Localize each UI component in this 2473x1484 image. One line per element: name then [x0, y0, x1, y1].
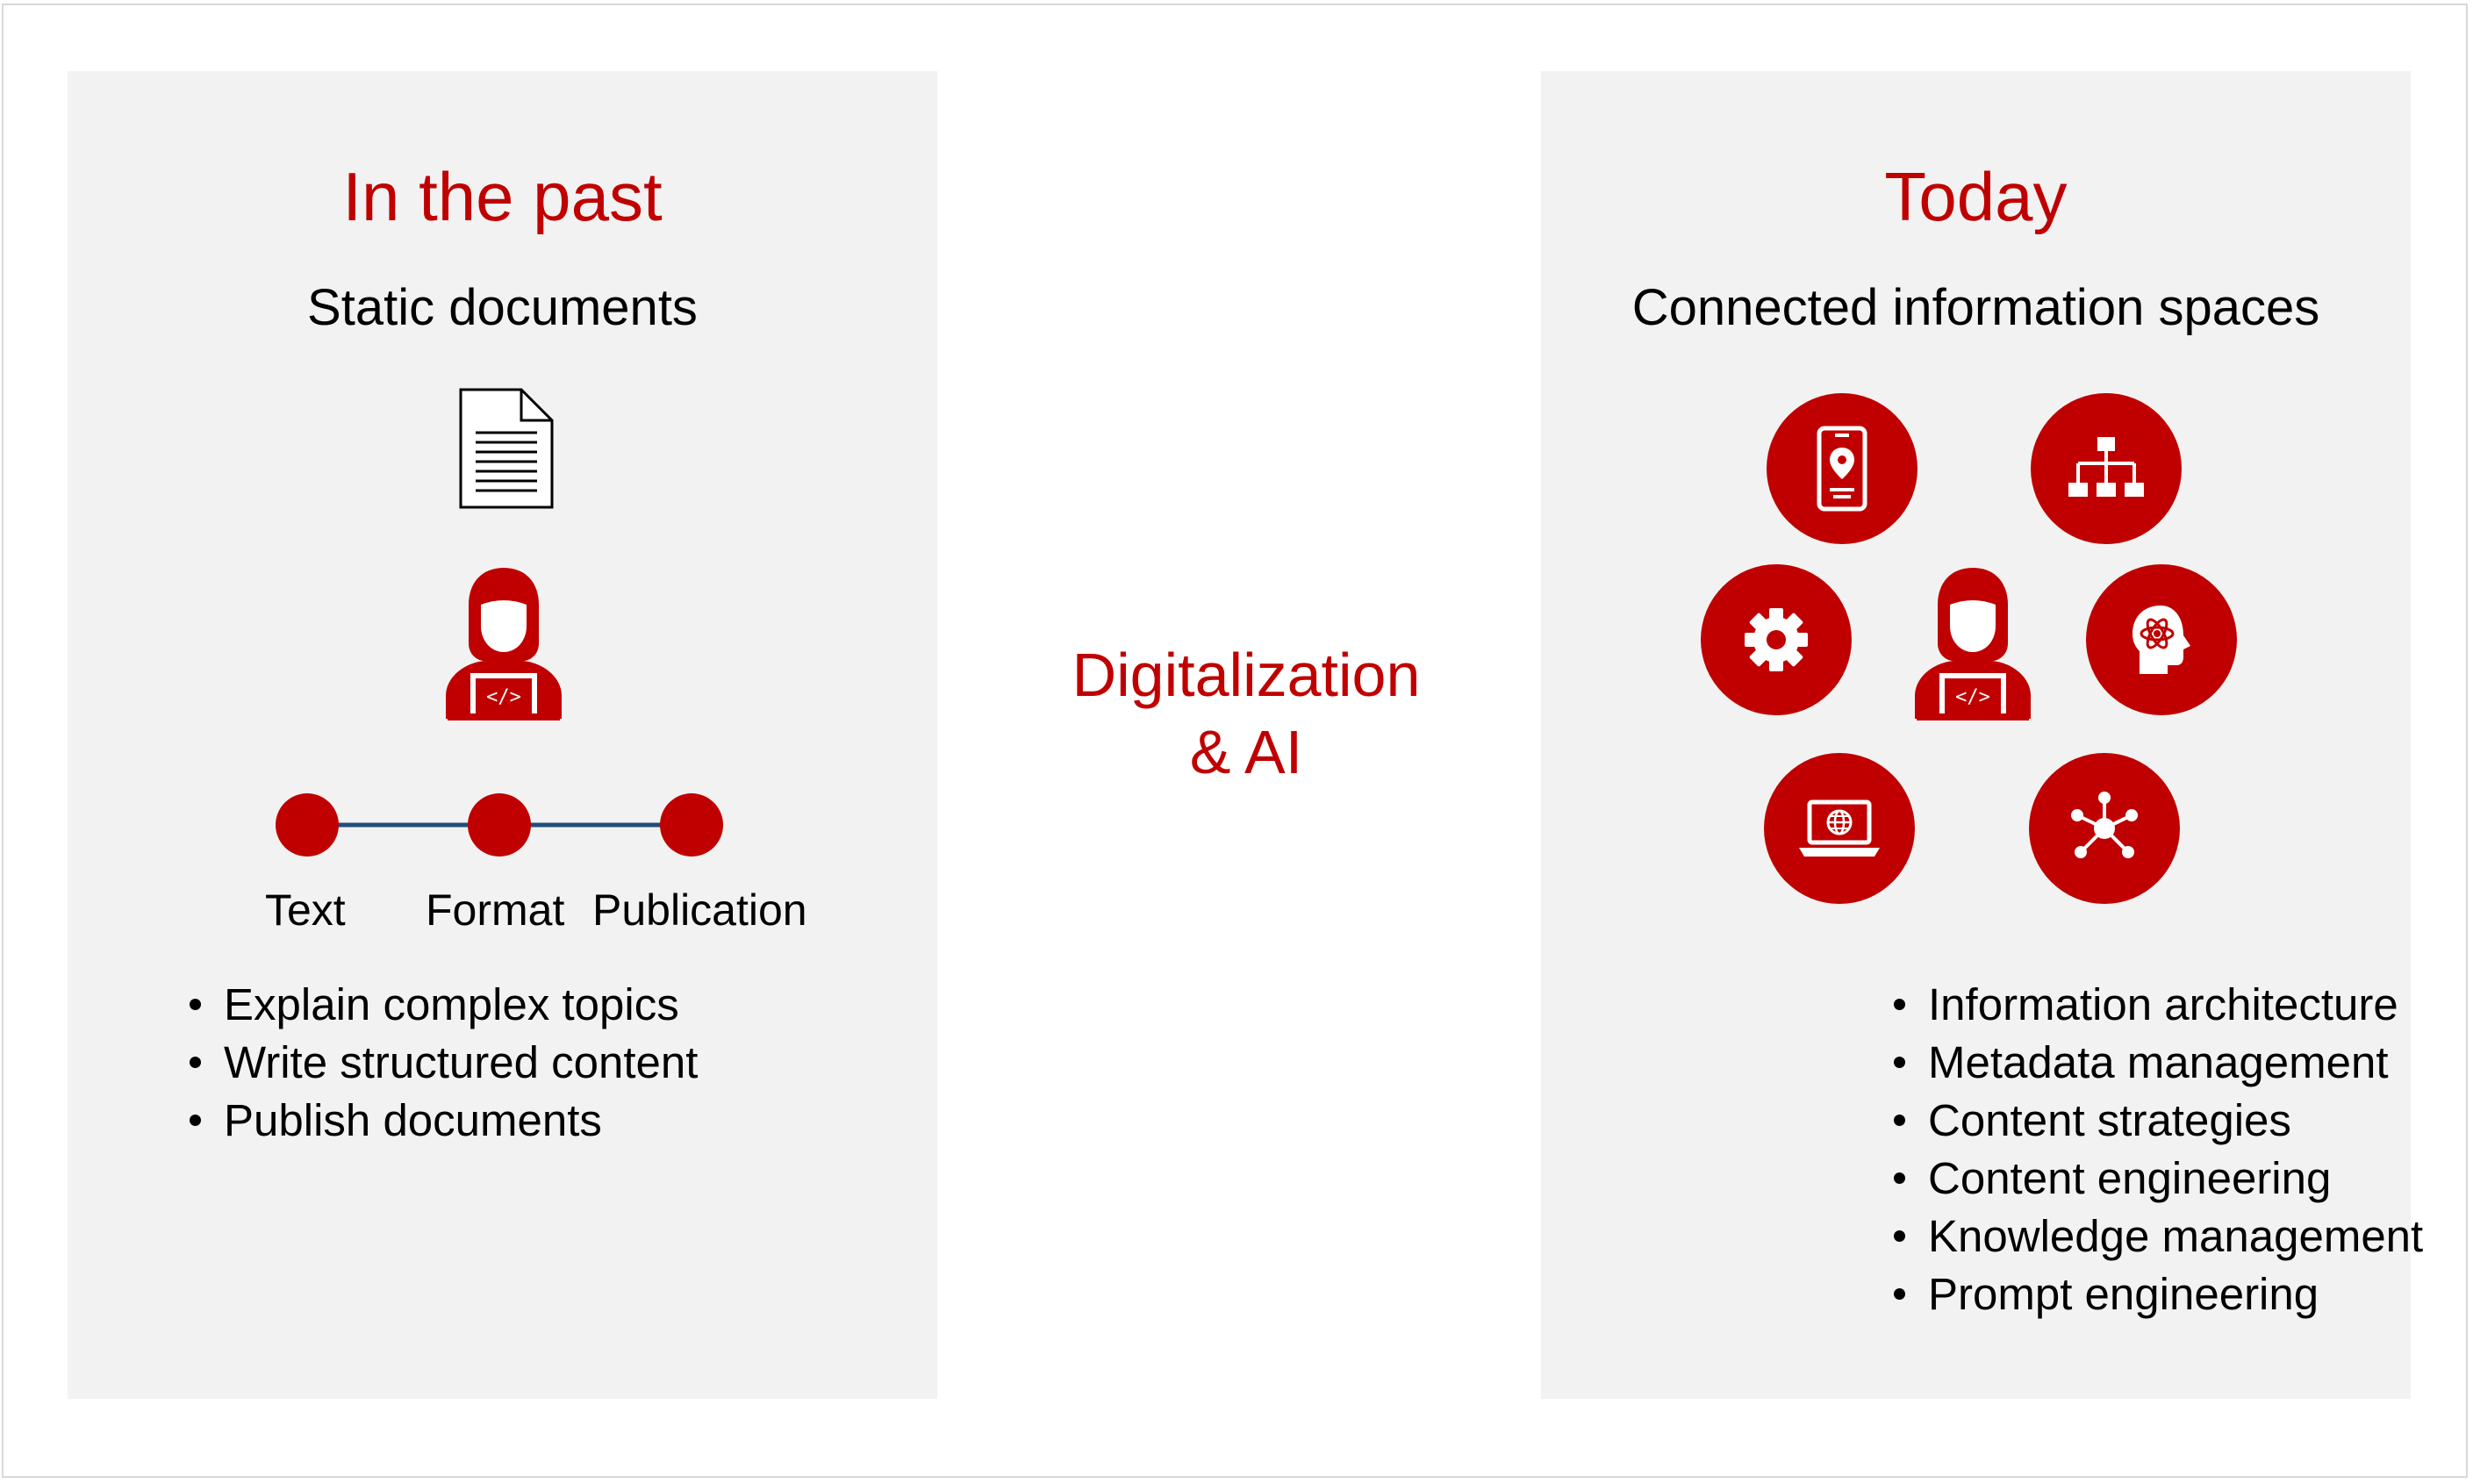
process-flow [276, 793, 723, 857]
coder-person-icon: </> [446, 568, 562, 720]
past-heading: In the past [342, 158, 663, 235]
coder-person-icon: </> [1915, 568, 2031, 720]
list-item: Prompt engineering [1891, 1265, 2423, 1323]
science-head-icon [2086, 564, 2237, 715]
network-icon [2029, 753, 2180, 904]
transition-line-2: & AI [1189, 718, 1303, 786]
list-item: Publish documents [187, 1092, 698, 1150]
past-panel: In the past Static documents [68, 71, 937, 1399]
list-item: Content strategies [1891, 1092, 2423, 1150]
list-item: Explain complex topics [187, 976, 698, 1034]
step-dot-publication [660, 793, 723, 857]
past-subheading: Static documents [307, 279, 698, 336]
transition-line-1: Digitalization [1072, 641, 1421, 709]
today-panel: Today Connected information spaces [1541, 71, 2411, 1399]
gear-icon [1701, 564, 1852, 715]
step-label-publication: Publication [592, 885, 807, 935]
today-heading: Today [1884, 158, 2068, 235]
org-chart-icon [2031, 393, 2182, 544]
step-label-format: Format [426, 885, 565, 935]
transition-label: Digitalization & AI [992, 636, 1501, 791]
document-icon [459, 388, 554, 509]
list-item: Content engineering [1891, 1150, 2423, 1208]
step-dot-format [468, 793, 531, 857]
today-bullet-list: Information architecture Metadata manage… [1891, 976, 2423, 1323]
step-label-text: Text [265, 885, 346, 935]
svg-text:</>: </> [1955, 686, 1990, 708]
list-item: Knowledge management [1891, 1208, 2423, 1265]
list-item: Write structured content [187, 1034, 698, 1092]
laptop-globe-icon [1764, 753, 1915, 904]
svg-text:</>: </> [486, 686, 521, 708]
step-dot-text [276, 793, 339, 857]
today-subheading: Connected information spaces [1631, 279, 2320, 336]
list-item: Metadata management [1891, 1034, 2423, 1092]
mobile-location-icon [1767, 393, 1917, 544]
list-item: Information architecture [1891, 976, 2423, 1034]
past-bullet-list: Explain complex topics Write structured … [187, 976, 698, 1150]
